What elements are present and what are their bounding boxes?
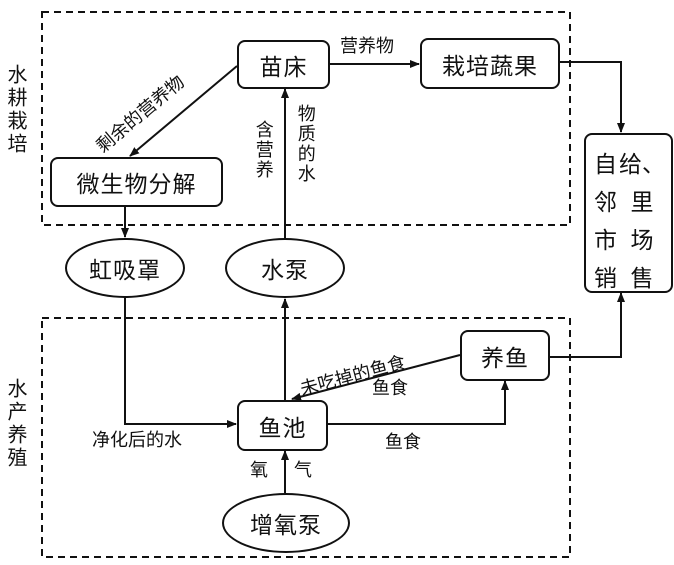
market-char: 邻 [594,190,617,216]
market-char: 市 [594,228,617,254]
arrow-pond-to-fish [328,380,509,425]
edge-label-fish-food-upper: 鱼食 [372,378,408,399]
section-label-hydroponics: 水耕栽培 [4,64,28,156]
edge-label-fish-food-lower: 鱼食 [385,432,421,453]
edge-label-purified-water: 净化后的水 [92,430,182,451]
arrow-seedbed-to-microbe [129,65,238,157]
market-char: 销 [594,266,617,292]
node-water-pump: 水泵 [225,238,345,298]
edge-label-contains-nutrients: 含营养 [252,120,274,180]
market-char: 场 [630,228,654,254]
node-fish-farming: 养鱼 [460,330,550,381]
edge-label-oxygen-left: 氧 [250,460,268,481]
market-char: 里 [630,190,654,216]
aquaculture-frame [41,317,571,558]
node-market: 自 给、 邻 里 市 场 销 售 [584,133,673,293]
market-char: 售 [630,266,654,292]
edge-label-substance-water: 物质的水 [294,104,316,184]
market-char: 给、 [619,152,665,178]
node-microbe: 微生物分解 [50,157,223,207]
node-vegetables: 栽培蔬果 [420,38,560,89]
hydroponics-frame [41,11,571,226]
edge-label-nutrients: 营养物 [340,36,394,57]
market-char: 自 [594,152,617,178]
node-fish-pond: 鱼池 [237,400,328,451]
arrow-fish-to-pond [291,354,461,401]
arrow-vegetables-to-market [560,61,625,133]
node-seedbed: 苗床 [237,40,330,89]
arrow-siphon-to-pond [124,298,237,428]
node-siphon: 虹吸罩 [65,238,185,298]
arrow-fish-to-market [550,292,625,358]
edge-label-oxygen-right: 气 [294,460,312,481]
node-oxygen-pump: 增氧泵 [222,493,350,553]
section-label-aquaculture: 水产养殖 [4,378,28,470]
